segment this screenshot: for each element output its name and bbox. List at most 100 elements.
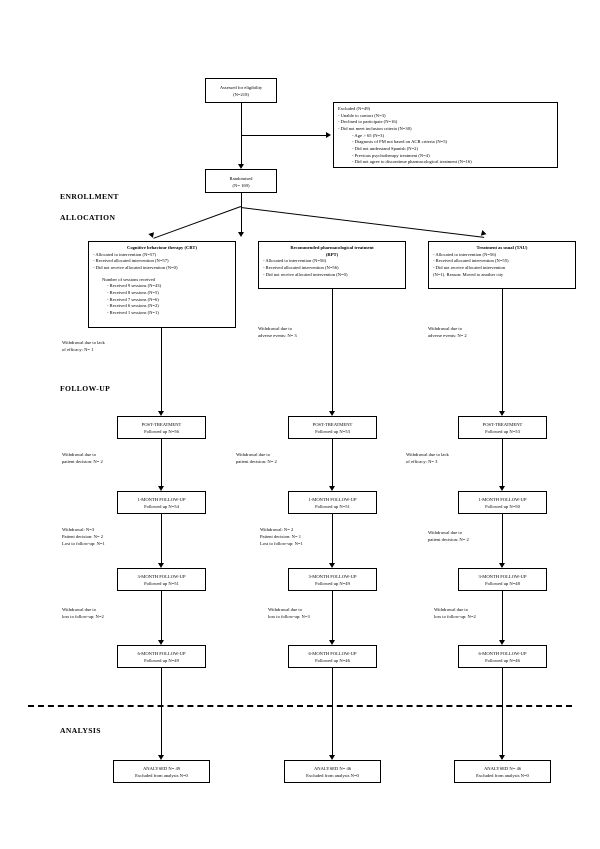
box-month3-rpt: 3-MONTH FOLLOW-UP Followed up N=49 bbox=[288, 568, 377, 591]
box-month1-rpt: 1-MONTH FOLLOW-UP Followed up N=51 bbox=[288, 491, 377, 514]
arrowhead-cbt-analysis bbox=[158, 755, 164, 760]
arrowhead-rpt-m1 bbox=[329, 486, 335, 491]
cbt-m3-line-2: Followed up N=51 bbox=[144, 580, 179, 586]
rpt-allocation-2: - Did not receive allocated intervention… bbox=[263, 271, 348, 277]
box-randomised: Randomised (N= 169) bbox=[205, 169, 277, 193]
box-analysis-rpt: ANALYSED N= 46 Excluded from analysis N=… bbox=[284, 760, 381, 783]
cbt-session-0: - Received 9 sessions (N=43) bbox=[107, 283, 162, 289]
rpt-analysis-line-1: ANALYSED N= 46 bbox=[313, 766, 352, 771]
tau-analysis-line-2: Excluded from analysis N=0 bbox=[476, 772, 529, 778]
analysis-section-divider bbox=[28, 705, 572, 707]
connector-cbt-alloc-to-post bbox=[161, 328, 162, 412]
rpt-analysis-line-2: Excluded from analysis N=0 bbox=[306, 772, 359, 778]
note-line: of efficacy: N= 3 bbox=[406, 458, 438, 464]
cbt-session-3: - Received 6 sessions (N=2) bbox=[107, 303, 159, 309]
connector-cbt-m6-to-analysis bbox=[161, 668, 162, 756]
note-cbt-withdrawal-m1: Withdrawal: N=3 Patient decision: N= 2 L… bbox=[62, 527, 105, 548]
rpt-m3-line-1: 3-MONTH FOLLOW-UP bbox=[308, 574, 357, 579]
note-line: Withdrawal due to bbox=[62, 452, 97, 457]
arrowhead-tau-m3 bbox=[499, 563, 505, 568]
tau-allocation-3: (N=1). Reason: Moved to another city bbox=[433, 271, 504, 277]
tau-m6-line-1: 6-MONTH FOLLOW-UP bbox=[478, 651, 527, 656]
connector-rpt-m6-to-analysis bbox=[332, 668, 333, 756]
arrowhead-rpt-m6 bbox=[329, 640, 335, 645]
note-line: patient decision: N= 2 bbox=[62, 458, 103, 464]
box-post-treatment-cbt: POST-TREATMENT Followed up N=56 bbox=[117, 416, 206, 439]
note-rpt-withdrawal-m3: Withdrawal due to loss to follow-up: N=3 bbox=[268, 607, 310, 621]
note-line: Withdrawal: N=3 bbox=[62, 527, 95, 532]
connector-tau-m6-to-analysis bbox=[502, 668, 503, 756]
cbt-session-1: - Received 8 sessions (N=5) bbox=[107, 289, 159, 295]
excluded-item-0: - Unable to contact (N=3) bbox=[338, 112, 386, 118]
arrowhead-cbt-m3 bbox=[158, 563, 164, 568]
note-tau-withdrawal-m3: Withdrawal due to loss to follow-up: N=2 bbox=[434, 607, 476, 621]
note-line: Withdrawal due to lack bbox=[62, 340, 105, 345]
box-allocation-rpt: Recommended pharmacological treatment (R… bbox=[258, 241, 406, 289]
note-line: Withdrawal due to bbox=[428, 326, 463, 331]
arrowhead-cbt-m6 bbox=[158, 640, 164, 645]
box-analysis-cbt: ANALYSED N= 49 Excluded from analysis N=… bbox=[113, 760, 210, 783]
tau-m6-line-2: Followed up N=46 bbox=[485, 657, 520, 663]
cbt-allocation-0: - Allocated to intervention (N=57) bbox=[93, 251, 157, 257]
assessed-line-2: (N=218) bbox=[233, 91, 249, 97]
tau-m1-line-2: Followed up N=50 bbox=[485, 503, 520, 509]
assessed-line-1: Assessed for eligibility bbox=[219, 85, 263, 90]
randomised-line-1: Randomised bbox=[229, 176, 253, 181]
excluded-item-1: - Declined to participate (N=16) bbox=[338, 119, 398, 125]
note-line: adverse events: N= 2 bbox=[428, 332, 467, 338]
box-assessed-for-eligibility: Assessed for eligibility (N=218) bbox=[205, 78, 277, 103]
tau-post-line-1: POST-TREATMENT bbox=[482, 422, 523, 427]
rpt-m6-line-2: Followed up N=46 bbox=[315, 657, 350, 663]
randomised-line-2: (N= 169) bbox=[232, 182, 250, 188]
stage-label-enrollment: ENROLLMENT bbox=[60, 192, 119, 201]
rpt-post-line-2: Followed up N=53 bbox=[315, 428, 350, 434]
box-analysis-tau: ANALYSED N= 46 Excluded from analysis N=… bbox=[454, 760, 551, 783]
tau-m1-line-1: 1-MONTH FOLLOW-UP bbox=[478, 497, 527, 502]
note-line: Withdrawal due to bbox=[62, 607, 97, 612]
note-rpt-withdrawal-post: Withdrawal due to patient decision: N= 2 bbox=[236, 452, 277, 466]
tau-m3-line-2: Followed up N=48 bbox=[485, 580, 520, 586]
arm-title-rpt-line-2: (RPT) bbox=[325, 251, 339, 257]
box-month1-cbt: 1-MONTH FOLLOW-UP Followed up N=54 bbox=[117, 491, 206, 514]
note-line: Patient decision: N= 2 bbox=[62, 533, 103, 539]
cbt-post-line-1: POST-TREATMENT bbox=[141, 422, 182, 427]
connector-rpt-alloc-to-post bbox=[332, 289, 333, 412]
arrowhead-rpt-analysis bbox=[329, 755, 335, 760]
arrowhead-tau-m1 bbox=[499, 486, 505, 491]
note-line: Withdrawal due to bbox=[258, 326, 293, 331]
note-line: Withdrawal due to bbox=[434, 607, 469, 612]
arrowhead-tau-m6 bbox=[499, 640, 505, 645]
connector-tau-m1-to-m3 bbox=[502, 514, 503, 564]
box-allocation-cbt: Cognitive behaviour therapy (CBT) - Allo… bbox=[88, 241, 236, 328]
box-month6-cbt: 6-MONTH FOLLOW-UP Followed up N=49 bbox=[117, 645, 206, 668]
arm-title-rpt-line-1: Recommended pharmacological treatment bbox=[290, 245, 374, 250]
note-line: adverse events: N= 3 bbox=[258, 332, 297, 338]
connector-cbt-m3-to-m6 bbox=[161, 591, 162, 641]
excluded-subitem-3: - Previous psychotherapy treatment (N=4) bbox=[352, 152, 430, 158]
cbt-sessions-heading: Number of sessions received bbox=[102, 276, 155, 282]
connector-randomised-to-tau bbox=[240, 207, 485, 238]
box-month6-rpt: 6-MONTH FOLLOW-UP Followed up N=46 bbox=[288, 645, 377, 668]
rpt-post-line-1: POST-TREATMENT bbox=[312, 422, 353, 427]
connector-tau-m3-to-m6 bbox=[502, 591, 503, 641]
cbt-m3-line-1: 3-MONTH FOLLOW-UP bbox=[137, 574, 186, 579]
note-line: patient decision: N= 2 bbox=[428, 536, 469, 542]
note-cbt-withdrawal-m3: Withdrawal due to loss to follow-up: N=2 bbox=[62, 607, 104, 621]
box-post-treatment-rpt: POST-TREATMENT Followed up N=53 bbox=[288, 416, 377, 439]
arrowhead-rpt-m3 bbox=[329, 563, 335, 568]
arrowhead-tau bbox=[480, 229, 488, 238]
excluded-subitem-0: - Age > 65 (N=3) bbox=[352, 132, 384, 138]
box-month1-tau: 1-MONTH FOLLOW-UP Followed up N=50 bbox=[458, 491, 547, 514]
tau-post-line-2: Followed up N=53 bbox=[485, 428, 520, 434]
note-line: Patient decision: N= 1 bbox=[260, 533, 301, 539]
connector-tau-alloc-to-post bbox=[502, 289, 503, 412]
box-post-treatment-tau: POST-TREATMENT Followed up N=53 bbox=[458, 416, 547, 439]
stage-label-followup: FOLLOW-UP bbox=[60, 384, 111, 393]
excluded-subitem-2: - Did not understand Spanish (N=2) bbox=[352, 145, 419, 151]
note-tau-withdrawal-post: Withdrawal due to lack of efficacy: N= 3 bbox=[406, 452, 449, 466]
note-line: Withdrawal due to bbox=[268, 607, 303, 612]
note-line: patient decision: N= 2 bbox=[236, 458, 277, 464]
rpt-m1-line-1: 1-MONTH FOLLOW-UP bbox=[308, 497, 357, 502]
cbt-post-line-2: Followed up N=56 bbox=[144, 428, 179, 434]
note-line: loss to follow-up: N=2 bbox=[62, 613, 104, 619]
